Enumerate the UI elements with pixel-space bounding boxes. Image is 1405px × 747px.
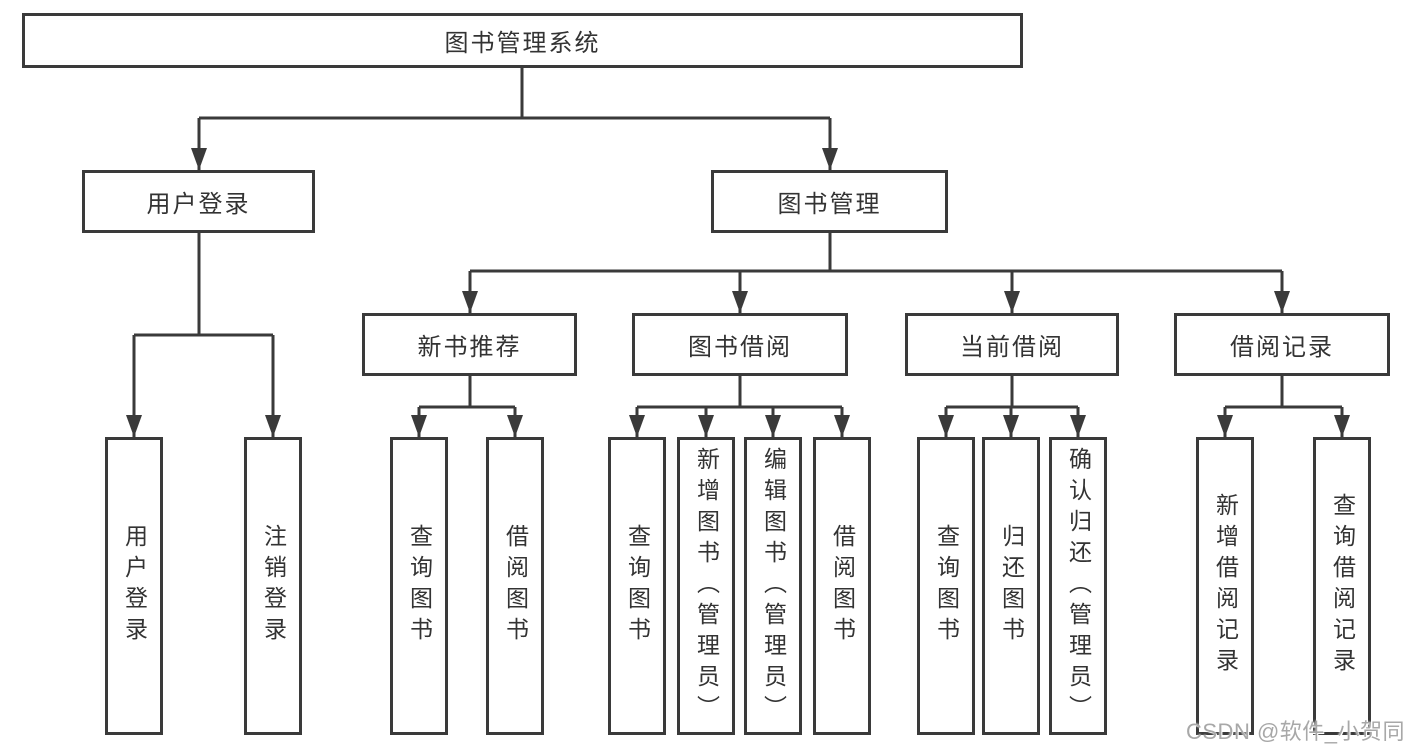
node-new-book-recommend-label: 新书推荐 [417,334,522,361]
csdn-watermark: CSDN @软件_小贺同学 [1186,719,1405,744]
leaf-cb-confirm-return-admin: 确认归还（管理员） [1049,437,1107,735]
leaf-cb-query-books: 查询图书 [917,437,975,735]
leaf-logout: 注销登录 [244,437,302,735]
leaf-bb-edit-book-admin-label: 编辑图书（管理员） [760,446,787,726]
leaf-bb-query-books-label: 查询图书 [624,524,651,648]
leaf-br-add-borrow-record: 新增借阅记录 [1196,437,1254,735]
leaf-nbr-borrow-books: 借阅图书 [486,437,544,735]
leaf-bb-borrow-books-label: 借阅图书 [829,524,856,648]
node-book-borrow-label: 图书借阅 [688,334,792,361]
leaf-cb-return-books: 归还图书 [982,437,1040,735]
leaf-bb-borrow-books: 借阅图书 [813,437,871,735]
node-root-label: 图书管理系统 [444,30,601,57]
leaf-bb-edit-book-admin: 编辑图书（管理员） [744,437,802,735]
leaf-nbr-query-books-label: 查询图书 [406,524,433,648]
connector-current-borrow-split [946,376,1078,409]
leaf-br-add-borrow-record-label: 新增借阅记录 [1212,493,1239,679]
leaf-logout-label: 注销登录 [260,524,287,648]
leaf-user-login: 用户登录 [105,437,163,735]
connector-new-book-recommend-split [419,376,515,409]
leaf-br-query-borrow-record-label: 查询借阅记录 [1329,493,1356,679]
leaf-cb-return-books-label: 归还图书 [998,524,1025,648]
connector-borrow-records-split [1225,376,1342,409]
node-borrow-records-label: 借阅记录 [1230,334,1334,361]
leaf-nbr-borrow-books-label: 借阅图书 [502,524,529,648]
leaf-nbr-query-books: 查询图书 [390,437,448,735]
node-book-borrow: 图书借阅 [632,313,848,376]
leaf-cb-query-books-label: 查询图书 [933,524,960,648]
connector-user-login-split [134,233,273,337]
connector-root-split [199,68,830,120]
leaf-br-query-borrow-record: 查询借阅记录 [1313,437,1371,735]
leaf-user-login-label: 用户登录 [121,524,148,648]
node-current-borrow: 当前借阅 [905,313,1119,376]
leaf-bb-add-book-admin-label: 新增图书（管理员） [693,446,720,726]
node-book-management: 图书管理 [711,170,948,233]
connector-book-management-split [470,233,1282,273]
node-book-management-label: 图书管理 [777,191,882,218]
node-user-login: 用户登录 [82,170,315,233]
node-new-book-recommend: 新书推荐 [362,313,577,376]
node-root-system: 图书管理系统 [22,13,1023,68]
node-current-borrow-label: 当前借阅 [960,334,1064,361]
leaf-bb-query-books: 查询图书 [608,437,666,735]
leaf-bb-add-book-admin: 新增图书（管理员） [677,437,735,735]
node-user-login-label: 用户登录 [146,191,251,218]
leaf-cb-confirm-return-admin-label: 确认归还（管理员） [1065,446,1092,726]
connector-book-borrow-split [637,376,842,409]
node-borrow-records: 借阅记录 [1174,313,1390,376]
